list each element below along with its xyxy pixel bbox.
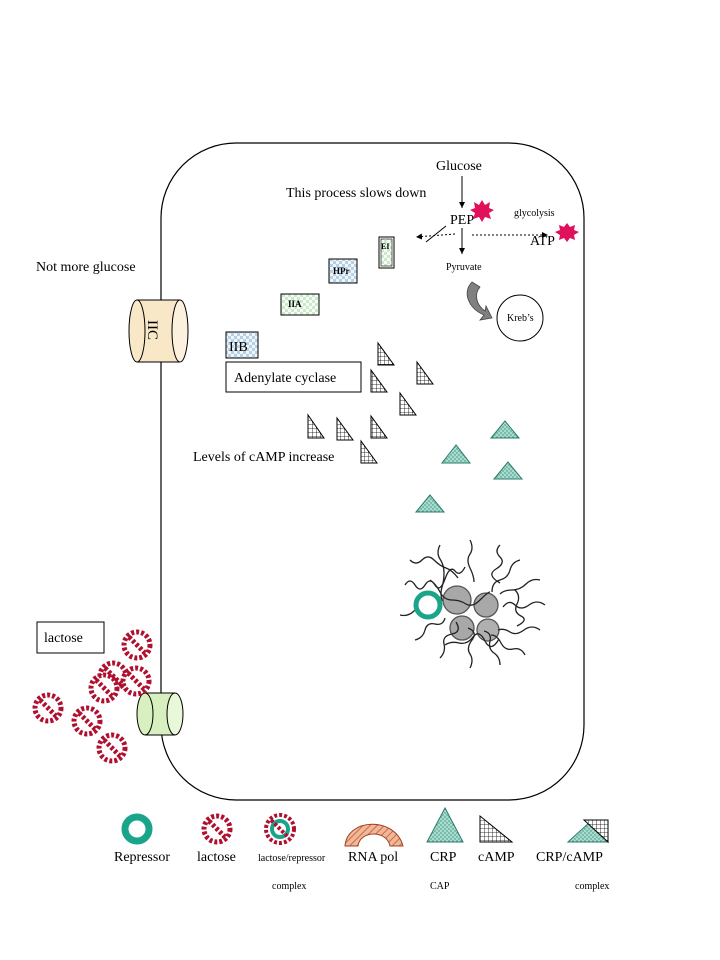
lactose-icon [32, 692, 64, 724]
crp-icon [489, 420, 521, 439]
lactose-legend-icon [201, 813, 233, 845]
crp-icon [414, 494, 446, 513]
iib-label: IIB [229, 340, 248, 355]
camp-icon [370, 368, 388, 393]
iic-channel: IIC [128, 299, 189, 363]
camp-molecules [307, 341, 434, 464]
ei-protein: EI [378, 236, 395, 269]
krebs-label: Kreb’s [507, 313, 534, 324]
cell-membrane [160, 142, 585, 801]
crp-molecules [414, 420, 524, 513]
camp-icon [377, 341, 395, 366]
iia-label: IIA [288, 299, 302, 309]
camp-icon [416, 360, 434, 385]
legend-repressor: Repressor [114, 850, 170, 865]
ei-label: EI [381, 242, 389, 251]
glycolysis-label: glycolysis [514, 208, 555, 219]
camp-legend-icon [479, 814, 514, 843]
legend-crp-sub: CAP [430, 881, 450, 892]
rna-pol-legend-icon [344, 823, 404, 847]
iic-label: IIC [144, 320, 160, 340]
hpr-protein: HPr [328, 258, 358, 284]
legend-crp-camp: CRP/cAMP [536, 850, 603, 865]
crp-camp-camp-part [582, 819, 609, 844]
glucose-label: Glucose [436, 159, 482, 174]
pep-label: PEP [450, 213, 474, 228]
pep-to-ei-arrow [415, 233, 456, 240]
lactose-box [36, 621, 105, 654]
legend: Repressor lactose lactose/repressor comp… [114, 806, 609, 892]
process-slows-label: This process slows down [286, 186, 426, 201]
atp-starburst-icon [555, 223, 579, 242]
not-more-glucose-label: Not more glucose [36, 260, 136, 275]
lactose-icon [71, 705, 103, 737]
legend-rna-pol: RNA pol [348, 850, 398, 865]
camp-icon [399, 391, 417, 416]
legend-camp: cAMP [478, 850, 515, 865]
krebs-cycle [496, 294, 544, 342]
lactose-icon [88, 672, 120, 704]
lactose-icon [120, 665, 152, 697]
pep-starburst-icon [470, 200, 494, 222]
dna-polymerase-tangle [399, 539, 546, 669]
pyruvate-to-krebs-arrow [466, 281, 493, 321]
crp-legend-icon [426, 806, 464, 843]
hpr-label: HPr [333, 266, 350, 276]
atp-label: ATP [530, 234, 555, 249]
iib-protein: IIB [225, 331, 259, 359]
legend-lactose: lactose [197, 850, 236, 865]
legend-crp-camp-sub: complex [575, 881, 609, 892]
adenylate-cyclase-label: Adenylate cyclase [234, 371, 336, 386]
camp-icon [370, 414, 388, 439]
legend-lactose-repressor-sub: complex [272, 881, 306, 892]
lactose-icon [96, 732, 128, 764]
lactose-permease [136, 692, 184, 736]
blocked-cross-icon [425, 225, 447, 243]
camp-icon [360, 439, 378, 464]
iia-protein: IIA [280, 293, 320, 316]
legend-crp: CRP [430, 850, 457, 865]
adenylate-cyclase-box [225, 361, 362, 393]
lactose-icon [121, 629, 153, 661]
camp-increase-label: Levels of cAMP increase [193, 450, 334, 465]
repressor-legend-icon [121, 813, 153, 845]
legend-lactose-repressor: lactose/repressor [258, 853, 326, 864]
lactose-molecules [32, 629, 153, 764]
repressor-bound-icon [413, 590, 443, 620]
lactose-repressor-legend-icon [264, 813, 296, 845]
camp-icon [336, 416, 354, 441]
pyruvate-label: Pyruvate [446, 262, 482, 273]
crp-icon [492, 461, 524, 480]
lactose-box-label: lactose [44, 631, 83, 646]
crp-icon [440, 444, 472, 464]
camp-icon [307, 413, 325, 439]
